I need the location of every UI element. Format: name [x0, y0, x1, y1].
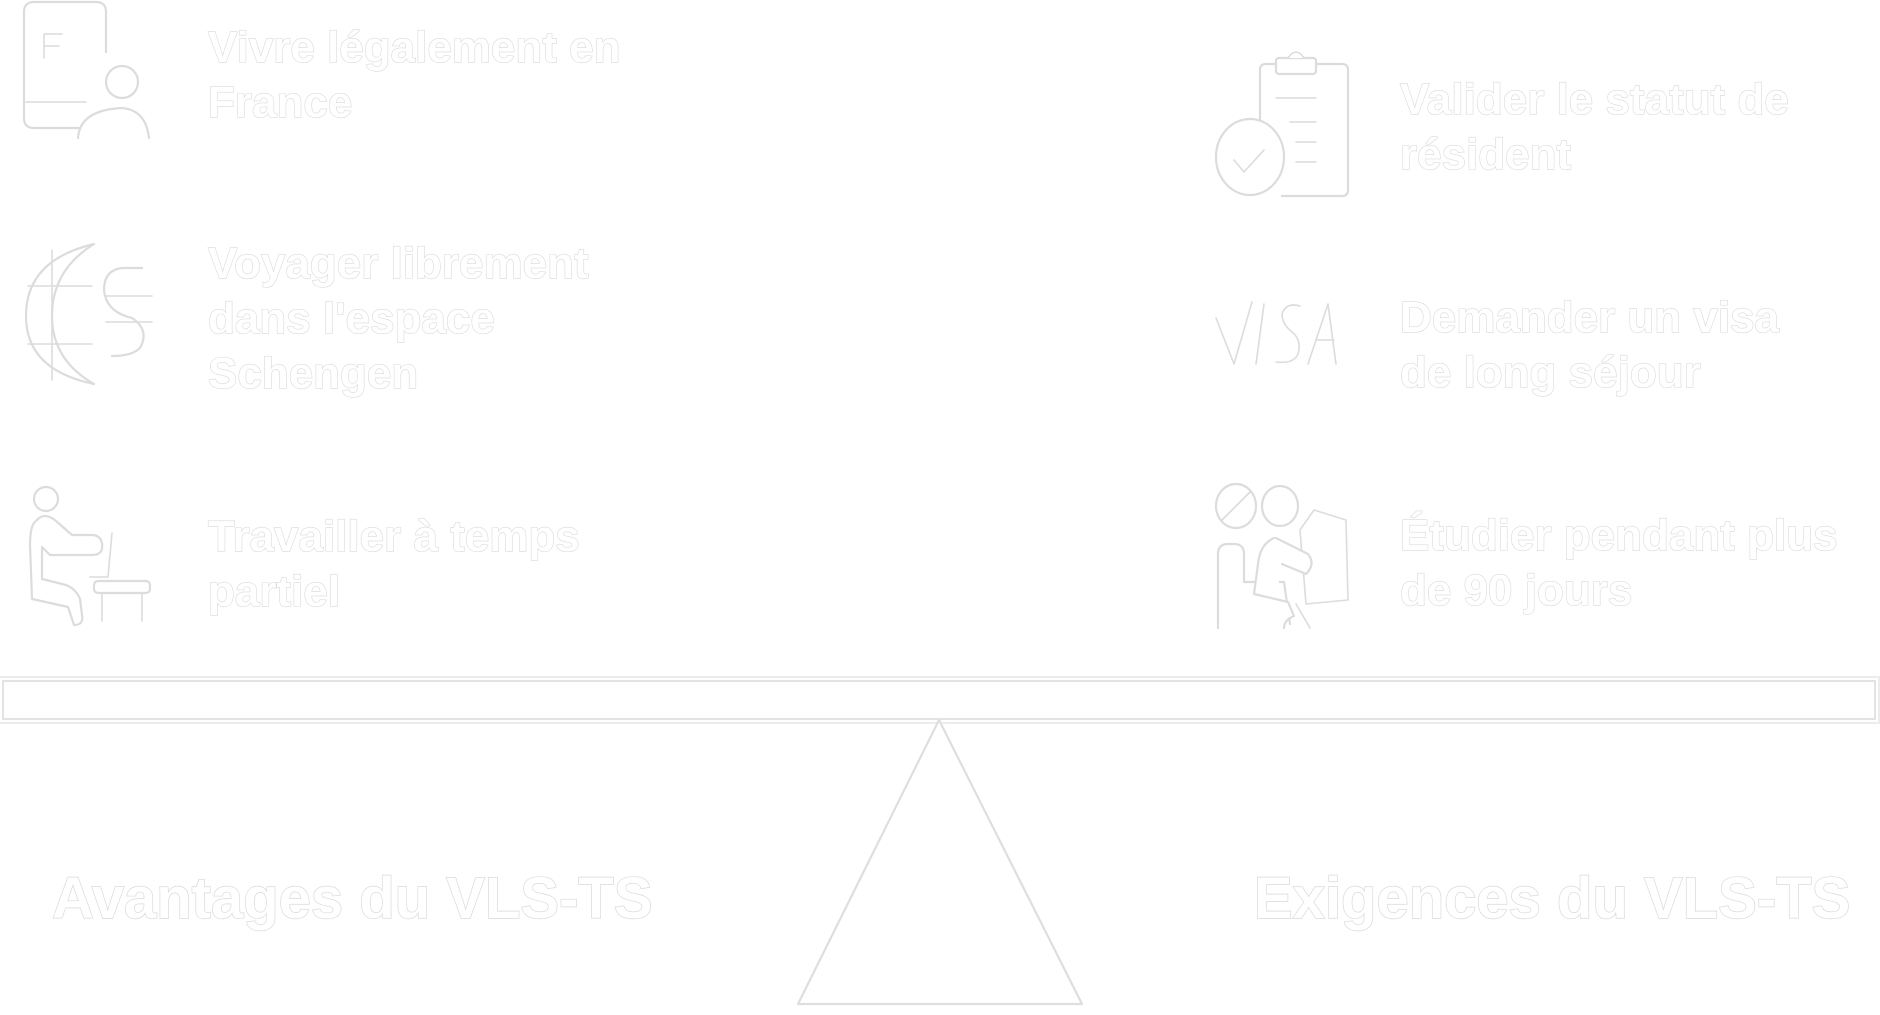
visa-text-icon	[1212, 296, 1362, 368]
advantage-label: Voyager librement dans l'espace Schengen	[207, 238, 589, 398]
requirement-label: Demander un visa de long séjour	[1399, 292, 1780, 397]
globe-airplane-icon	[22, 240, 167, 386]
requirement-item-validate-resident: Valider le statut de résident	[1212, 51, 1789, 198]
requirement-item-study-90-days: Étudier pendant plus de 90 jours	[1214, 482, 1838, 630]
requirement-label: Valider le statut de résident	[1399, 74, 1789, 179]
advantage-label: Travailler à temps partiel	[207, 511, 580, 616]
clipboard-check-icon	[1212, 51, 1354, 198]
seesaw-beam	[0, 676, 1880, 724]
advantage-item-travel-schengen: Voyager librement dans l'espace Schengen	[22, 238, 589, 399]
requirement-item-long-stay-visa: Demander un visa de long séjour	[1212, 292, 1780, 398]
advantage-item-work-part-time: Travailler à temps partiel	[22, 485, 580, 627]
french-id-card-person-icon	[22, 0, 157, 142]
person-working-at-desk-icon	[22, 485, 162, 627]
requirements-title: Exigences du VLS-TS	[1253, 865, 1851, 931]
advantage-item-live-legally: Vivre légalement en France	[22, 0, 621, 142]
student-reading-book-icon	[1214, 482, 1354, 630]
requirement-label: Étudier pendant plus de 90 jours	[1399, 510, 1838, 615]
advantage-label: Vivre légalement en France	[207, 22, 621, 127]
seesaw-fulcrum	[790, 716, 1090, 1015]
advantages-title: Avantages du VLS-TS	[51, 865, 653, 931]
